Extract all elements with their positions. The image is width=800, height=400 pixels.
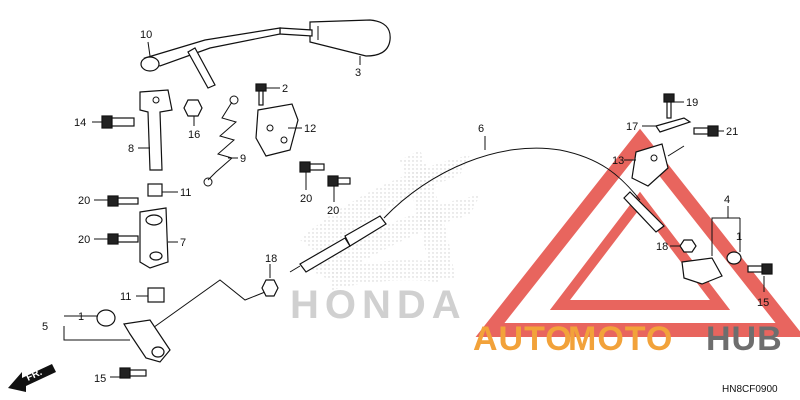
- leader-5: [63, 326, 130, 341]
- clip-17-part: [655, 117, 692, 133]
- callout-6: 6: [478, 123, 484, 135]
- callout-11b: 11: [120, 291, 131, 303]
- cable-6-part: [289, 147, 665, 273]
- watermark-moto: MOTO: [568, 320, 673, 358]
- nut-18-a-part: [261, 279, 279, 297]
- honda-logo-text: HONDA: [290, 283, 467, 327]
- callout-3: 3: [355, 67, 361, 79]
- bracket-13-part: [631, 143, 669, 187]
- plate-12-part: [255, 103, 299, 157]
- callout-21: 21: [726, 126, 738, 138]
- grip-knob-part: [279, 19, 391, 57]
- honda-wing-logo: [300, 150, 480, 290]
- callout-18-b: 18: [656, 241, 668, 253]
- lever-arm-part: [140, 27, 281, 89]
- callout-12: 12: [304, 123, 316, 135]
- front-direction-arrow: FR.: [8, 364, 56, 392]
- callout-13: 13: [612, 155, 624, 167]
- callout-19: 19: [686, 97, 698, 109]
- callout-20-c: 20: [300, 193, 312, 205]
- arm-7-part: [139, 207, 169, 269]
- bolt-20-c-part: [299, 161, 325, 173]
- callout-8: 8: [128, 143, 134, 155]
- watermark-triangle: [475, 128, 800, 337]
- watermark-hub: HUB: [706, 320, 783, 358]
- callout-16: 16: [188, 129, 200, 141]
- holder-4-part: [681, 251, 742, 285]
- callout-2: 2: [282, 83, 288, 95]
- bolt-19-part: [663, 93, 675, 119]
- bolt-2-part: [255, 83, 267, 106]
- linkage-rod: [149, 279, 271, 331]
- callout-7: 7: [180, 237, 186, 249]
- leader-13-b: [667, 145, 685, 157]
- leader-4: [711, 206, 729, 256]
- callout-11: 11: [180, 187, 191, 199]
- bolt-20-b-part: [107, 233, 139, 245]
- bolt-14-part: [101, 115, 135, 129]
- callout-9: 9: [240, 153, 246, 165]
- callout-20-d: 20: [327, 205, 339, 217]
- bushing-11-part: [147, 183, 163, 197]
- bolt-20-a-part: [107, 195, 139, 207]
- leader-10: [147, 41, 151, 57]
- callout-17: 17: [626, 121, 638, 133]
- watermark-text: AUTO MOTO HUB: [473, 320, 783, 358]
- callout-5: 5: [42, 321, 48, 333]
- shaft-8-part: [139, 89, 173, 171]
- callout-1b: 1: [78, 311, 84, 323]
- callout-10: 10: [140, 29, 152, 41]
- callout-15-a: 15: [94, 373, 106, 385]
- bolt-20-d-part: [327, 175, 351, 187]
- callout-20-a: 20: [78, 195, 90, 207]
- bushing-11b-part: [147, 287, 165, 303]
- bolt-15-b-part: [747, 263, 773, 275]
- callout-18-a: 18: [265, 253, 277, 265]
- nut-18-b-part: [679, 239, 697, 253]
- bolt-15-a-part: [119, 367, 147, 379]
- callout-14: 14: [74, 117, 86, 129]
- callout-4: 4: [724, 194, 730, 206]
- callout-1: 1: [736, 231, 742, 243]
- callout-15-b: 15: [757, 297, 769, 309]
- bolt-21-part: [693, 125, 719, 137]
- callout-20-b: 20: [78, 234, 90, 246]
- diagram-code: HN8CF0900: [722, 384, 778, 395]
- watermark-auto: AUTO: [473, 320, 573, 358]
- nut-16-part: [183, 99, 203, 117]
- shift-arm-5-part: [96, 309, 171, 363]
- spring-9-part: [203, 95, 239, 187]
